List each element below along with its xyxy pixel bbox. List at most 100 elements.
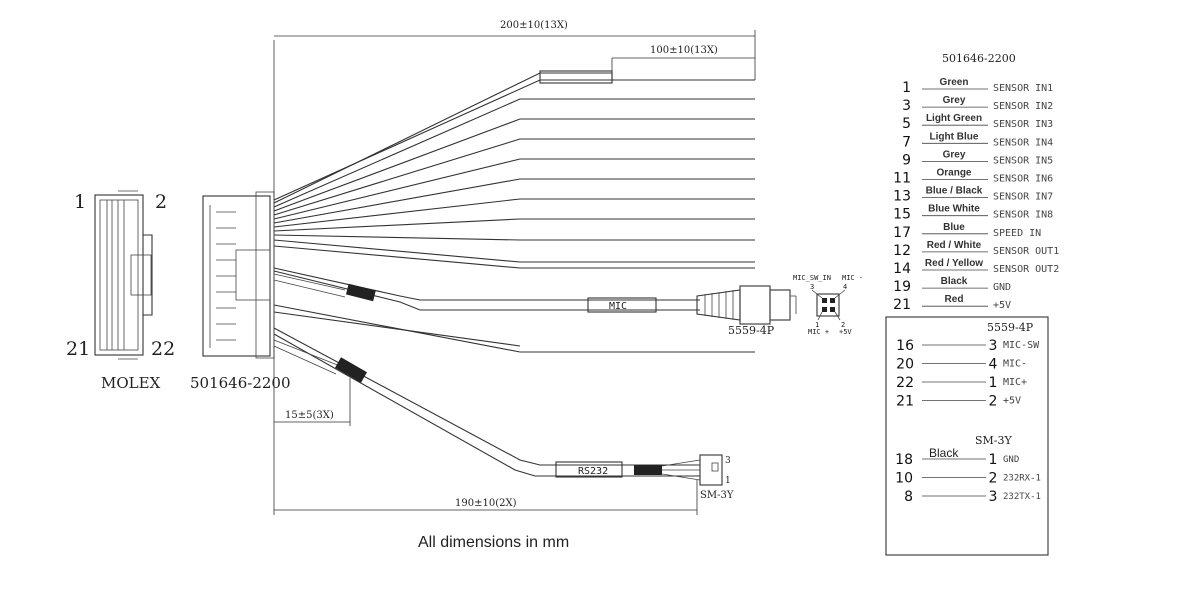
rs232-connector-label: SM-3Y [700, 490, 734, 501]
mic-connector-label: 5559-4P [728, 324, 775, 337]
target-pin: 3 [989, 338, 998, 354]
wire-color: Red / White [927, 240, 982, 251]
pinout-sm3y-row: 10 2 232RX-1 [895, 471, 1041, 487]
pin-number: 17 [893, 225, 911, 241]
signal-name: 232TX-1 [1003, 492, 1041, 502]
wire-color: Green [940, 77, 969, 88]
caption: All dimensions in mm [418, 534, 569, 551]
signal-name: GND [993, 282, 1011, 293]
wire-color: Black [929, 446, 959, 460]
signal-name: MIC- [1003, 359, 1027, 370]
rs232-cable [273, 327, 723, 486]
pinout-5559-title: 5559-4P [987, 321, 1034, 334]
pin-number: 21 [893, 297, 911, 313]
mic-face-5v: +5V [839, 328, 852, 336]
signal-name: SENSOR IN6 [993, 174, 1053, 185]
pinout-5559-row: 21 2 +5V [896, 394, 1021, 410]
wire-color: Black [941, 276, 968, 287]
wire-color: Blue White [928, 204, 980, 215]
pin-number: 5 [902, 116, 911, 132]
mic-cable [273, 267, 797, 325]
pin-number: 12 [893, 243, 911, 259]
pinout-5559-row: 22 1 MIC+ [896, 375, 1027, 391]
pin-number: 9 [902, 152, 911, 168]
wire-color: Grey [943, 149, 966, 160]
pin-number: 18 [895, 452, 913, 468]
wire-color: Red [945, 294, 964, 305]
mic-face-plus: MIC + [808, 328, 829, 336]
pin-number: 7 [902, 134, 911, 150]
pin-number: 22 [896, 375, 914, 391]
target-pin: 1 [989, 452, 998, 468]
pin-number: 19 [893, 279, 911, 295]
signal-name: SENSOR IN3 [993, 119, 1053, 130]
signal-name: SENSOR IN7 [993, 192, 1053, 203]
signal-name: MIC-SW [1003, 340, 1040, 351]
wire-color: Orange [936, 168, 971, 179]
pin-number: 20 [896, 357, 914, 373]
wire-color: Light Blue [930, 131, 979, 142]
signal-name: MIC+ [1003, 377, 1027, 388]
pin-number: 16 [896, 338, 914, 354]
wire-color: Light Green [926, 113, 982, 124]
mic-face-pin4: 4 [843, 283, 847, 291]
signal-name: SENSOR IN2 [993, 101, 1053, 112]
dimension-lines [273, 30, 756, 515]
dim-top-short: 100±10(13X) [650, 45, 718, 56]
signal-name: SENSOR OUT1 [993, 246, 1059, 257]
target-pin: 4 [989, 357, 998, 373]
pin-number: 10 [895, 471, 913, 487]
signal-name: SENSOR IN5 [993, 155, 1053, 166]
wire-color: Grey [943, 95, 966, 106]
molex-pin-22: 22 [151, 338, 175, 360]
signal-name: SENSOR IN1 [993, 83, 1053, 94]
target-pin: 2 [989, 394, 998, 410]
pinout-5559-table: 16 3 MIC-SW 20 4 MIC- 22 1 MIC+ 21 2 +5V [896, 338, 1040, 410]
pinout-5559-row: 16 3 MIC-SW [896, 338, 1040, 354]
pin-number: 21 [896, 394, 914, 410]
wire-color: Red / Yellow [925, 258, 983, 269]
pin-number: 11 [893, 171, 911, 187]
molex-pin-1: 1 [74, 191, 86, 213]
signal-name: SENSOR IN8 [993, 210, 1053, 221]
pinout-main-title: 501646-2200 [942, 52, 1016, 65]
pin-number: 13 [893, 189, 911, 205]
signal-name: SENSOR OUT2 [993, 264, 1059, 275]
pin-number: 14 [893, 261, 911, 277]
target-pin: 3 [989, 489, 998, 505]
main-connector-label: 501646-2200 [190, 374, 291, 392]
signal-name: +5V [1003, 396, 1021, 407]
wire-color: Blue [943, 222, 965, 233]
target-pin: 1 [989, 375, 998, 391]
pinout-sm3y-title: SM-3Y [975, 434, 1013, 447]
rs232-label: RS232 [578, 466, 608, 477]
mic-connector-face [811, 289, 846, 321]
pin-number: 1 [902, 80, 911, 96]
molex-label: MOLEX [101, 374, 161, 392]
target-pin: 2 [989, 471, 998, 487]
signal-name: 232RX-1 [1003, 474, 1041, 484]
wire-color: Blue / Black [926, 186, 983, 197]
mic-face-pin1: 1 [815, 321, 819, 329]
rs232-pin3: 3 [725, 456, 731, 466]
mic-label: MIC [609, 301, 627, 312]
molex-pin-2: 2 [155, 191, 167, 213]
pinout-5559-row: 20 4 MIC- [896, 357, 1027, 373]
dim-bottom: 190±10(2X) [455, 498, 517, 509]
